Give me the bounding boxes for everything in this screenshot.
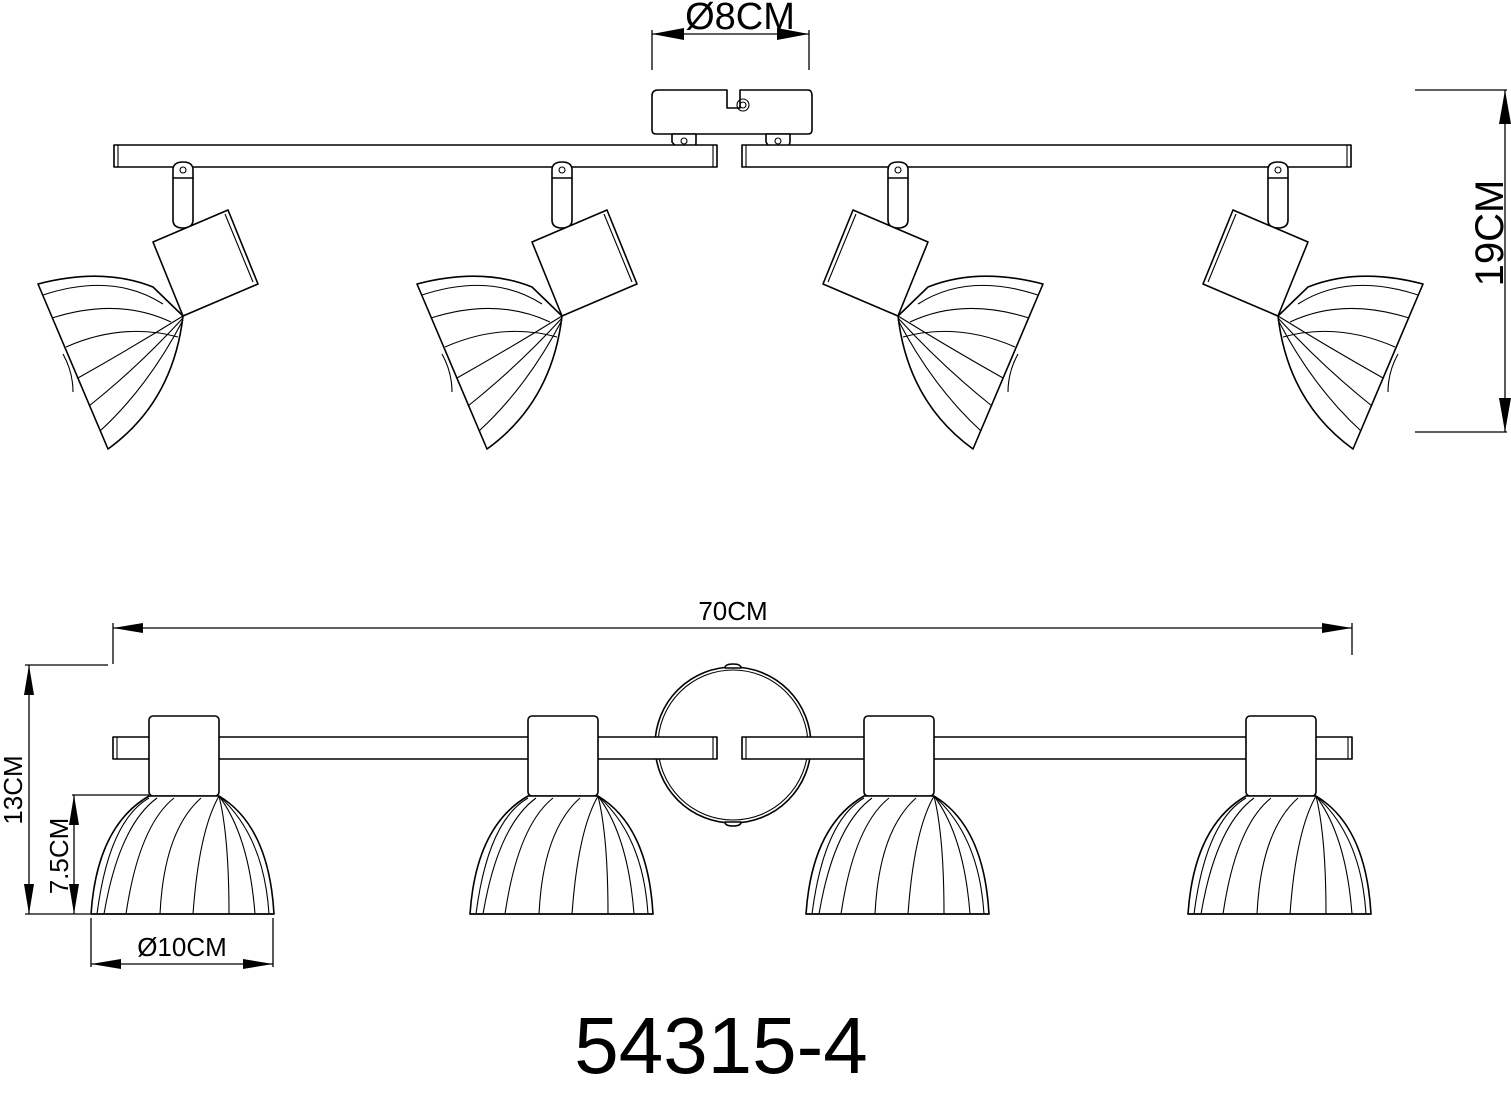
height-dimension-front: 13CM (0, 664, 108, 915)
length-label: 70CM (698, 596, 767, 626)
shade-diameter-dimension: Ø10CM (90, 918, 274, 969)
spotlight-4-top (1203, 162, 1423, 449)
height-top-label: 19CM (1468, 180, 1511, 287)
height-front-label: 13CM (0, 755, 28, 824)
mounting-bars (113, 144, 1352, 168)
spotlight-2-top (416, 161, 638, 450)
canopy-diameter-label: Ø8CM (685, 0, 795, 38)
canopy-diameter-dimension: Ø8CM (651, 0, 810, 70)
shade-height-label: 7.5CM (44, 818, 74, 895)
top-view: Ø8CM (37, 0, 1511, 450)
height-dimension-top: 19CM (1415, 89, 1511, 433)
shade-diameter-label: Ø10CM (137, 932, 227, 962)
canopy-plate (651, 89, 813, 153)
shade-height-dimension: 7.5CM (44, 794, 149, 914)
front-view: 70CM 13CM (0, 596, 1372, 969)
length-dimension: 70CM (112, 596, 1353, 664)
model-number: 54315-4 (574, 1001, 868, 1090)
spotlight-3-top (823, 162, 1043, 449)
spotlight-1-top (37, 161, 259, 450)
